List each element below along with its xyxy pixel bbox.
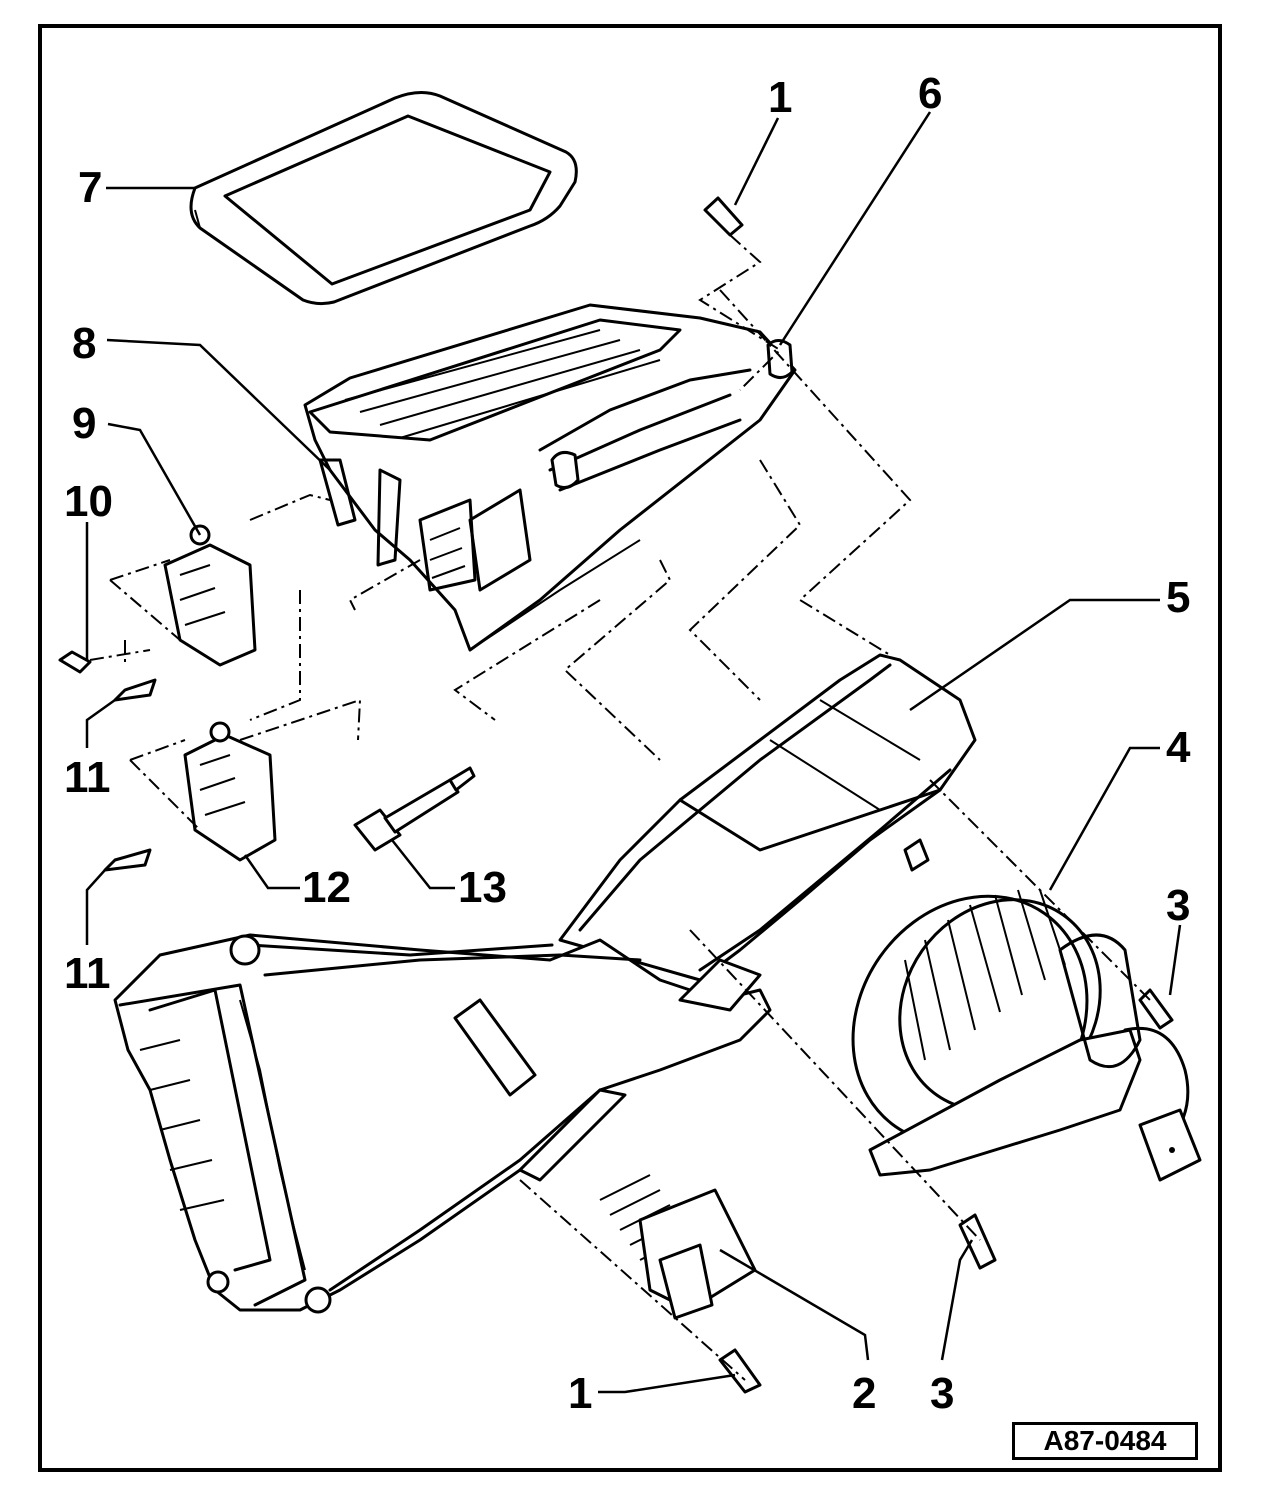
- label-4: 4: [1166, 723, 1191, 772]
- label-1-top: 1: [768, 73, 792, 122]
- part-6-upper-housing: [303, 303, 797, 652]
- callout-numbers: 1 6 7 8 9 10 11 12 13 11 5 4 3 1 2 3: [64, 69, 1191, 1418]
- part-7-seal-frame: [189, 91, 578, 306]
- label-9: 9: [72, 399, 96, 448]
- label-11-lower: 11: [64, 949, 111, 998]
- part-5-duct-frame: [558, 653, 977, 982]
- label-6: 6: [918, 69, 942, 118]
- part-9-servo-motor: [163, 524, 257, 667]
- label-11-upper: 11: [64, 753, 111, 802]
- label-8: 8: [72, 319, 96, 368]
- part-4-blower-motor: [851, 889, 1202, 1182]
- label-3-right: 3: [1166, 881, 1190, 930]
- label-13: 13: [458, 863, 507, 912]
- label-10: 10: [64, 477, 113, 526]
- leader-lines: [85, 111, 1182, 1394]
- assembly-lines: [89, 234, 1151, 1381]
- label-3-bottom: 3: [930, 1369, 954, 1418]
- label-1-bottom: 1: [568, 1369, 592, 1418]
- reference-code: A87-0484: [1012, 1422, 1198, 1460]
- label-5: 5: [1166, 573, 1190, 622]
- part-2-resistor: [599, 1174, 757, 1320]
- main-housing: [113, 933, 772, 1314]
- label-2: 2: [852, 1369, 876, 1418]
- part-12-servo-motor: [183, 721, 277, 862]
- label-7: 7: [78, 163, 102, 212]
- label-12: 12: [302, 863, 351, 912]
- part-13-sensor: [353, 766, 476, 852]
- diagram-frame: [38, 24, 1222, 1472]
